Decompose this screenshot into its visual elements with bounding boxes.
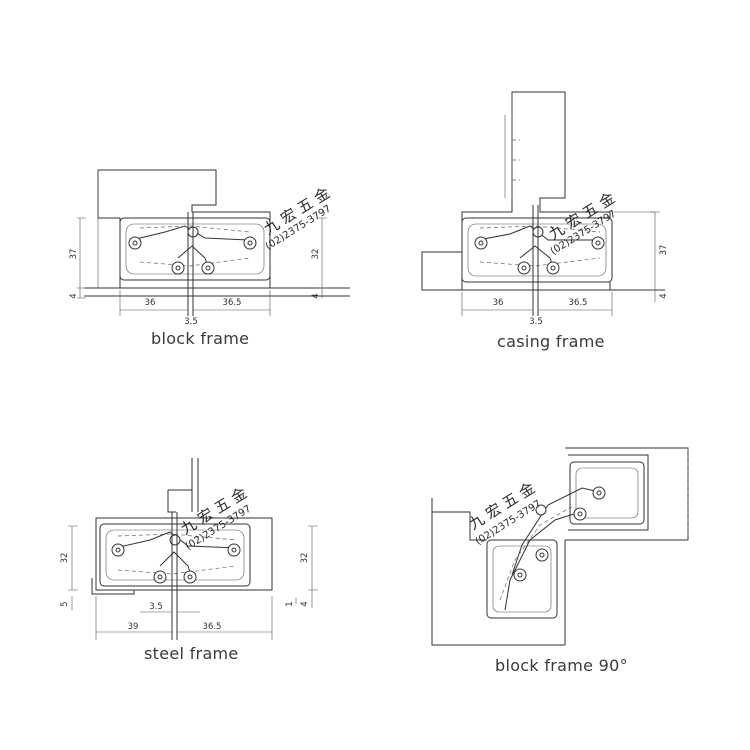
caption-block-frame-90: block frame 90° (495, 656, 628, 675)
block-frame-90-view (431, 447, 689, 646)
dim-small: 1 (285, 601, 295, 606)
dim-bottom-right: 4 (659, 293, 669, 298)
steel-frame-view: 32 5 39 36.5 3.5 32 4 1 (60, 458, 318, 640)
dim-bottom-left: 4 (69, 293, 79, 298)
dim-right-height: 32 (311, 249, 321, 260)
dim-gap: 3.5 (149, 602, 163, 612)
dim-right-width: 36.5 (223, 298, 242, 308)
dim-right-height: 32 (300, 553, 310, 564)
dim-right-width: 36.5 (569, 298, 588, 308)
dim-left-width: 36 (493, 298, 504, 308)
block-frame-view: 37 4 36 36.5 3.5 32 4 (69, 169, 350, 327)
dim-bottom-right: 4 (300, 601, 310, 606)
dim-gap: 3.5 (184, 317, 198, 327)
dim-gap: 3.5 (529, 317, 543, 327)
dim-height: 37 (69, 249, 79, 260)
caption-block-frame: block frame (151, 329, 250, 348)
dim-left-width: 39 (128, 622, 139, 632)
casing-frame-view: 36 36.5 3.5 37 4 (421, 91, 669, 327)
dim-bottom-right: 4 (311, 293, 321, 298)
dim-left-width: 36 (145, 298, 156, 308)
dim-left-height: 32 (60, 553, 70, 564)
dim-height: 37 (659, 245, 669, 256)
caption-steel-frame: steel frame (144, 644, 239, 663)
dim-bottom-left: 5 (60, 601, 70, 606)
dim-right-width: 36.5 (203, 622, 222, 632)
caption-casing-frame: casing frame (497, 332, 605, 351)
